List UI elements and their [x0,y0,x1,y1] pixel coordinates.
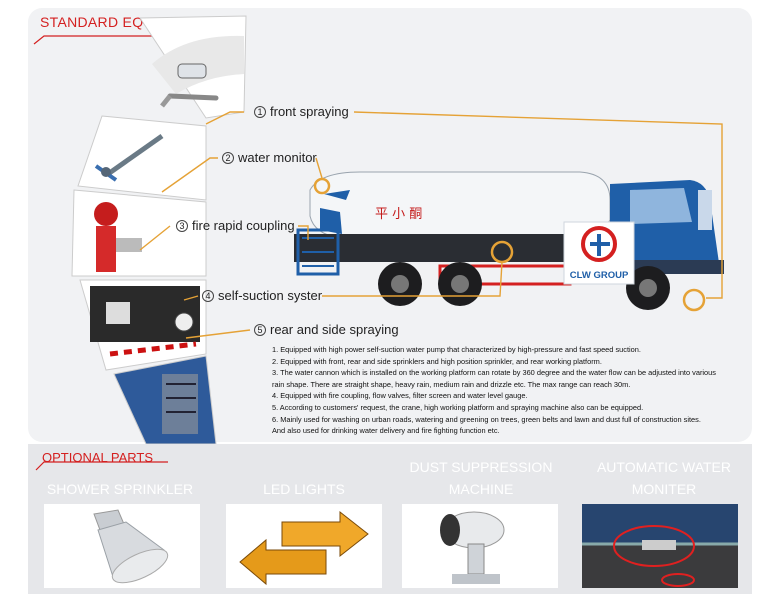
led-lights-image [226,504,382,588]
note-line: 2. Equipped with front, rear and side sp… [272,356,602,366]
equipment-photo-fan [71,15,247,444]
front-spraying-photo [139,15,247,119]
equipment-notes: 1. Equipped with high power self-suction… [272,344,750,437]
note-line: 6. Mainly used for washing on urban road… [272,414,701,424]
automatic-water-moniter-image [582,504,738,588]
dust-suppression-machine-image [402,504,558,588]
note-line: 4. Equipped with fire coupling, flow val… [272,391,528,401]
caption-led-lights: LED LIGHTS [263,481,345,497]
note-line: And also used for drinking water deliver… [272,426,500,436]
water-monitor-photo [77,115,207,201]
fire-rapid-coupling-photo [71,189,207,277]
note-line: rain shape. There are straight shape, he… [272,379,631,389]
rear-side-spraying-photo [113,355,217,444]
note-line: 5. According to customers' request, the … [272,402,644,412]
caption-automatic-water-moniter: AUTOMATIC WATER MONITER [596,459,732,497]
tank-lettering: 平 小 酮 [375,207,422,222]
shower-sprinkler-image [44,504,200,588]
clw-logo-text: CLW GROUP [570,270,629,281]
optional-parts-title: OPTIONAL PARTS [42,450,154,465]
note-line: 1. Equipped with high power self-suction… [272,345,641,354]
title-underline [33,35,196,45]
caption-dust-suppression: DUST SUPPRESSION MACHINE [409,459,553,497]
optional-title-underline [35,461,168,471]
self-suction-pump-photo [79,279,207,371]
note-line: 3. The water cannon which is installed o… [272,368,716,378]
water-truck-illustration: 平 小 酮 CLW GROUP [294,171,724,312]
caption-shower-sprinkler: SHOWER SPRINKLER [46,481,194,497]
